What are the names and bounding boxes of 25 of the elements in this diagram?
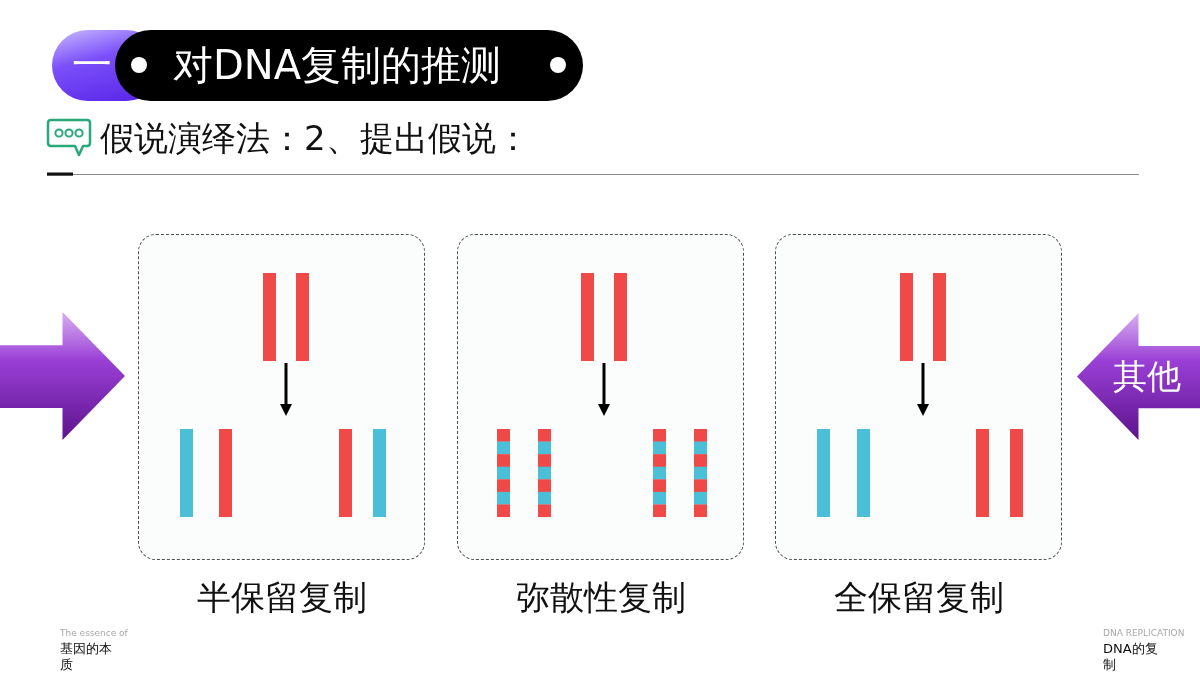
- footer-caption: DNA REPLICATION: [1103, 628, 1185, 639]
- arrow: [598, 363, 610, 416]
- footer-text: 基因的本质: [60, 641, 113, 673]
- arrow-label: 其他: [1113, 356, 1181, 396]
- dna-strands: [581, 273, 627, 361]
- panel-caption: 弥散性复制: [515, 577, 686, 617]
- dna-strands: [497, 429, 551, 517]
- footer-caption: The essence of: [60, 628, 128, 639]
- block-arrow: [0, 312, 125, 440]
- dna-strands: [817, 429, 870, 517]
- dna-strands: [900, 273, 946, 361]
- panel-caption: 全保留复制: [833, 577, 1004, 617]
- footer-text: DNA的复制: [1103, 641, 1159, 673]
- section-number: 一: [72, 40, 112, 88]
- arrow: [280, 363, 292, 416]
- block-arrow: [1077, 313, 1200, 440]
- subtitle: 假说演绎法：2、提出假说：: [100, 117, 530, 159]
- dna-strands: [339, 429, 386, 517]
- slide-title: 对DNA复制的推测: [173, 41, 502, 89]
- dna-strands: [976, 429, 1023, 517]
- dna-strands: [180, 429, 232, 517]
- arrow: [917, 363, 929, 416]
- dna-strands: [653, 429, 707, 517]
- panel-caption: 半保留复制: [196, 577, 367, 617]
- dna-strands: [263, 273, 309, 361]
